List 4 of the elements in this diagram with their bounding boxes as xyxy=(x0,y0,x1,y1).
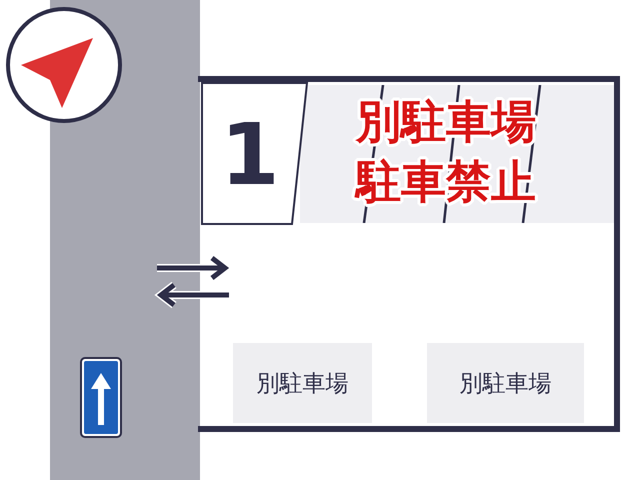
lot-outline xyxy=(198,76,620,432)
parking-space: 1 xyxy=(201,82,309,225)
parking-block: 別駐車場 xyxy=(427,343,584,423)
parking-block: 別駐車場 xyxy=(233,343,372,423)
